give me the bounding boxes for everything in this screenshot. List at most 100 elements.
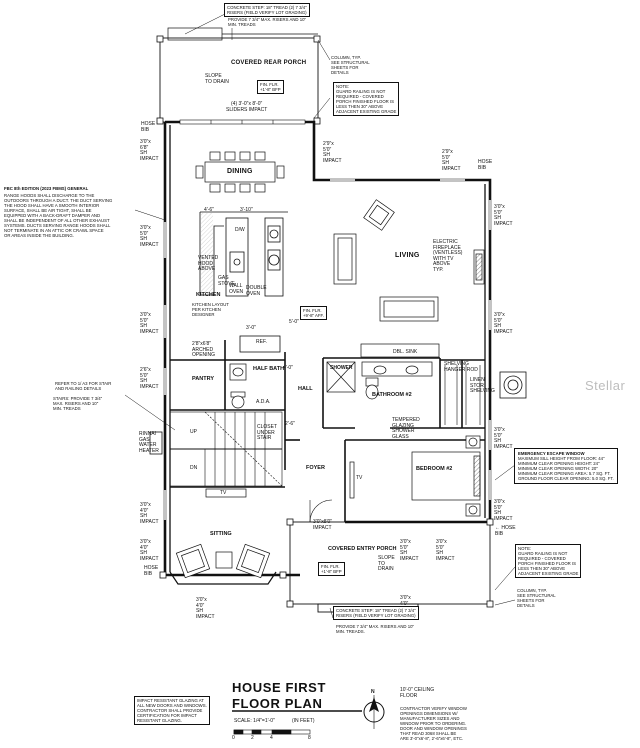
label-hose-bib-3: HOSE BIB [144,565,159,577]
label-tv-sitting: TV [220,490,227,496]
dim-1: 4'-6" [204,207,214,213]
window-glass-lines [163,178,492,520]
window-tag-bottom-2: 3'0"x 5'0" SH IMPACT [436,539,455,562]
window-tag-right-2: 3'0"x 5'0" SH IMPACT [494,312,513,335]
dim-4: 5'-0" [289,319,299,325]
kitchen-cabinets [199,211,288,297]
note-concrete-top: CONCRETE STEP: 18" TREAD (2) 7 3/4" RISE… [224,3,310,17]
entry-door [309,499,333,523]
window-openings [163,178,492,520]
note-guard-bottom: NOTE: GUARD RAILING IS NOT REQUIRED - CO… [515,544,582,578]
label-shower: SHOWER [330,365,353,371]
note-range-hood-title: FBC 8th EDITION (2023 FBMS) GENERAL [4,186,89,191]
dim-5: 2'-6" [285,421,295,427]
room-bathroom-2: BATHROOM #2 [372,392,412,398]
bathroom-fixtures [326,343,440,400]
note-column-bottom: COLUMN, TYP. SEE STRUCTURAL SHEETS FOR D… [517,588,556,608]
label-hose-bib-1: HOSE BIB [141,121,156,133]
note-column-top: COLUMN, TYP. SEE STRUCTURAL SHEETS FOR D… [331,55,370,75]
dining-table [195,151,285,193]
scale-bar [233,729,311,735]
dim-3: 4'-0" [283,365,293,371]
window-tag-bottom-3: 3'0"x 4'0" SH IMPACT [196,597,215,620]
label-shelving: SHELVING HANGER ROD [444,361,478,373]
refrigerator [239,335,281,353]
leader-lines [124,13,516,619]
room-covered-rear-porch: COVERED REAR PORCH [231,60,307,66]
bedroom-furniture [349,435,481,517]
window-tag-right-1: 3'0"x 5'0" SH IMPACT [494,204,513,227]
label-ada: A.D.A. [256,399,271,405]
label-refer-stair: REFER TO 1/ A3 FOR STAIR AND RAILING DET… [55,381,112,391]
note-provide-bottom: PROVIDE 7 3/4" MAX. RISERS AND 10" MIN. … [336,624,415,634]
north-arrow-label: N [371,689,375,695]
window-tag-left-3: 3'0"x 5'0" SH IMPACT [140,312,159,335]
note-contractor-verify: CONTRACTOR VERIFY WINDOW OPENINGS DIMENS… [400,706,467,741]
label-stair-up: UP [190,429,197,435]
window-tag-left-2: 3'0"x 5'0" SH IMPACT [140,225,159,248]
window-tag-left-4: 2'6"x 5'0" SH IMPACT [140,367,159,390]
note-guard-top: NOTE: GUARD RAILING IS NOT REQUIRED - CO… [333,82,400,116]
dim-6: 3'-0" [246,325,256,331]
note-egress-text: MAXIMUM SILL HEIGHT FROM FLOOR: 44" MINI… [518,456,614,481]
room-half-bath: HALF BATH [253,366,285,372]
ac-unit [499,371,527,399]
scale-tick-0: 0 [232,735,235,741]
title-line-1: HOUSE FIRST [232,680,326,695]
label-linen: LINEN STOR SHELVING [470,377,495,395]
note-impact-glazing: IMPACT RESISTANT GLAZING AT ALL NEW DOOR… [134,696,210,725]
window-tag-right-4: 3'0"x 5'0" SH IMPACT [494,499,513,522]
room-pantry: PANTRY [192,376,214,382]
label-rinnai: RINNAI GAS WATER HEATER [139,431,159,454]
label-kitchen-layout: KITCHEN LAYOUT PER KITCHEN DESIGNER [192,302,229,317]
label-hose-bib-4: ← HOSE BIB [495,525,516,537]
ffe-entry: FIN. FLR. +1'-8" BFP [318,562,345,576]
note-provide-top: PROVIDE 7 3/4" MAX. RISERS AND 10" MIN. … [228,17,307,27]
stair [169,411,283,487]
room-bedroom-2: BEDROOM #2 [416,466,453,472]
note-egress-title: EMERGENCY ESCAPE WINDOW [518,451,585,456]
scale-tick-8: 8 [308,735,311,741]
water-heater [149,431,163,455]
label-wall-oven: WALL OVEN [229,283,244,295]
label-stair-dn: DN [190,465,198,471]
window-tag-left-6: 3'0"x 4'0" SH IMPACT [140,539,159,562]
sitting-furniture [175,488,271,579]
scale-unit: (IN FEET) [292,718,315,724]
room-foyer: FOYER [306,465,325,471]
window-tag-left-5: 3'0"x 4'0" SH IMPACT [140,502,159,525]
interior-partitions [170,340,485,522]
scale-tick-2: 2 [251,735,254,741]
room-dining: DINING [227,168,253,175]
half-bath-fixtures [229,363,247,409]
rear-sliders [179,119,306,125]
window-tag-right-3: 3'0"x 5'0" SH IMPACT [494,427,513,450]
closet-shelving [444,365,481,425]
label-ceiling: 10'-0" CEILING FLOOR [400,687,435,699]
label-tv-bedroom: TV [356,475,363,481]
bay-window [169,571,277,585]
north-arrow-icon [363,695,385,729]
label-ref: REF. [256,339,267,345]
room-kitchen: KITCHEN [196,292,221,298]
title-line-2: FLOOR PLAN [232,696,323,711]
interior-wall-lines [169,125,486,572]
label-double-oven: DOUBLE OVEN [246,285,267,297]
window-tag-top-1: 2'9"x 5'0" SH IMPACT [323,141,342,164]
window-tag-bottom-1: 3'0"x 5'0" SH IMPACT [400,539,419,562]
ffe-rear: FIN. FLR. +1'-8" BFP [257,80,284,94]
note-concrete-bottom: CONCRETE STEP: 18" TREAD (2) 7 3/4" RISE… [333,606,419,620]
label-vented-hood: VENTED HOOD ABOVE [198,255,219,273]
label-gas-stove: GAS STOVE [218,275,235,287]
scale-tick-4: 4 [270,735,273,741]
ffe-main: FIN. FLR. +9'-8" AFF. [300,306,327,320]
dim-2: 3'-10" [240,207,253,213]
room-sitting: SITTING [210,531,232,537]
label-slope-entry: SLOPE TO DRAIN [378,555,395,573]
label-closet-under-stair: CLOSET UNDER STAIR [257,424,278,442]
entry-door-tag: 3'0"x8'0" IMPACT [313,519,333,531]
label-tempered: TEMPERED GLAZING SHOWER GLASS [392,417,420,440]
sliders-label: (4) 3'-0"x 8'-0" SLIDERS IMPACT [226,101,268,113]
